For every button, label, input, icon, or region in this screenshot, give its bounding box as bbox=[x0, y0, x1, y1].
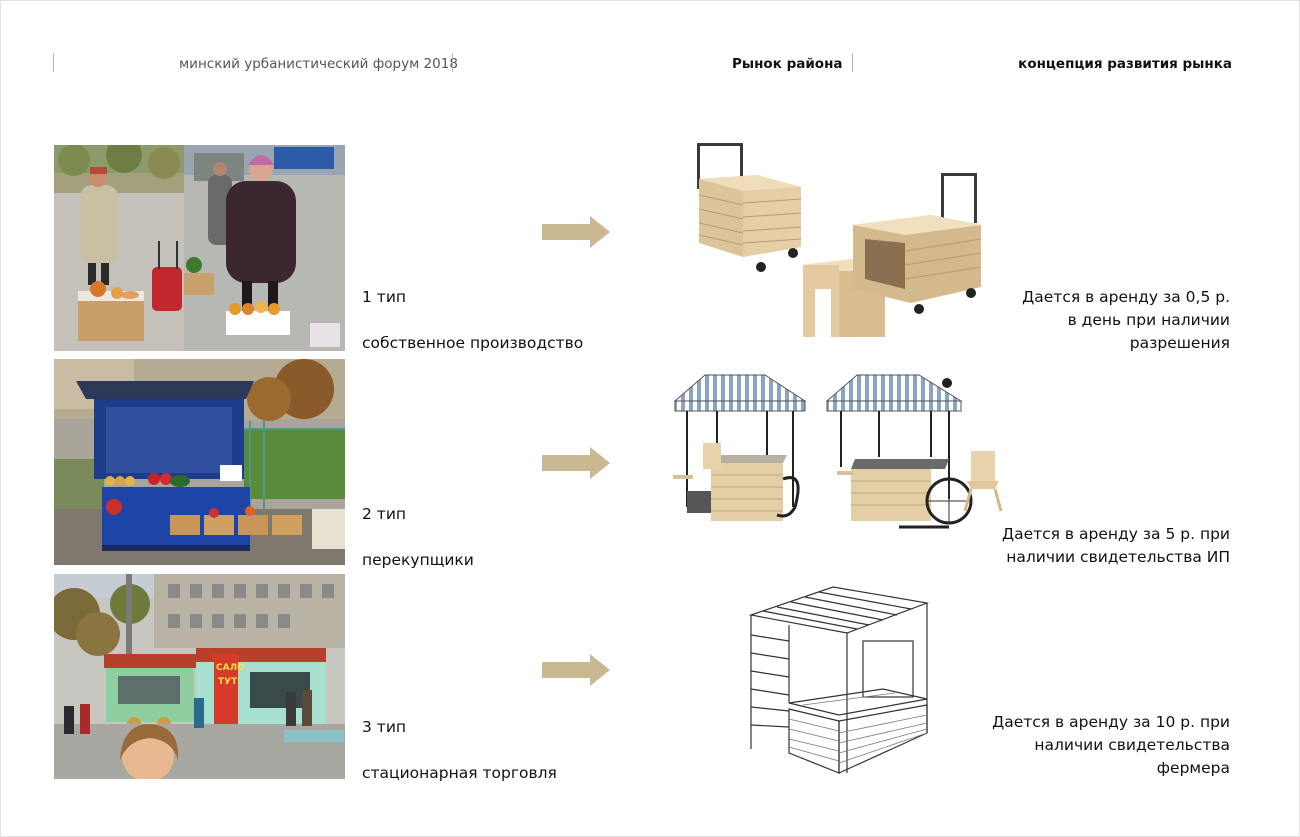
type-description: перекупщики bbox=[362, 551, 474, 569]
type-description: стационарная торговля bbox=[362, 764, 557, 782]
arrow-right-icon bbox=[542, 447, 610, 479]
type-label: 1 тип bbox=[362, 288, 407, 306]
rent-condition: Дается в аренду за 0,5 р. в день при нал… bbox=[1022, 288, 1230, 352]
render-stall-sketch bbox=[748, 586, 929, 774]
header-section-title: Рынок района bbox=[732, 56, 843, 72]
photo-stationary-stalls: САЛО ТУТ bbox=[54, 574, 345, 779]
arrow-right-icon bbox=[542, 216, 610, 248]
type-label: 3 тип bbox=[362, 718, 407, 736]
arrow-right-icon bbox=[542, 654, 610, 686]
render-wooden-carts bbox=[697, 143, 982, 337]
photo-reseller-kiosk bbox=[54, 359, 345, 565]
stall-sign-text: САЛО bbox=[216, 663, 245, 673]
header-divider bbox=[53, 53, 54, 72]
rent-condition: Дается в аренду за 10 р. при наличии сви… bbox=[992, 713, 1230, 777]
type-label: 2 тип bbox=[362, 505, 407, 523]
stall-sign-text: ТУТ bbox=[218, 677, 238, 687]
header-concept-title: концепция развития рынка bbox=[1018, 56, 1232, 72]
type-description: собственное производство bbox=[362, 334, 584, 352]
rent-condition: Дается в аренду за 5 р. при наличии свид… bbox=[1001, 525, 1230, 566]
header-divider bbox=[452, 53, 453, 72]
photo-own-production-sellers bbox=[54, 145, 345, 351]
header-divider bbox=[852, 53, 853, 72]
header-forum-title: минский урбанистический форум 2018 bbox=[179, 56, 458, 72]
render-awning-carts bbox=[673, 374, 1003, 529]
